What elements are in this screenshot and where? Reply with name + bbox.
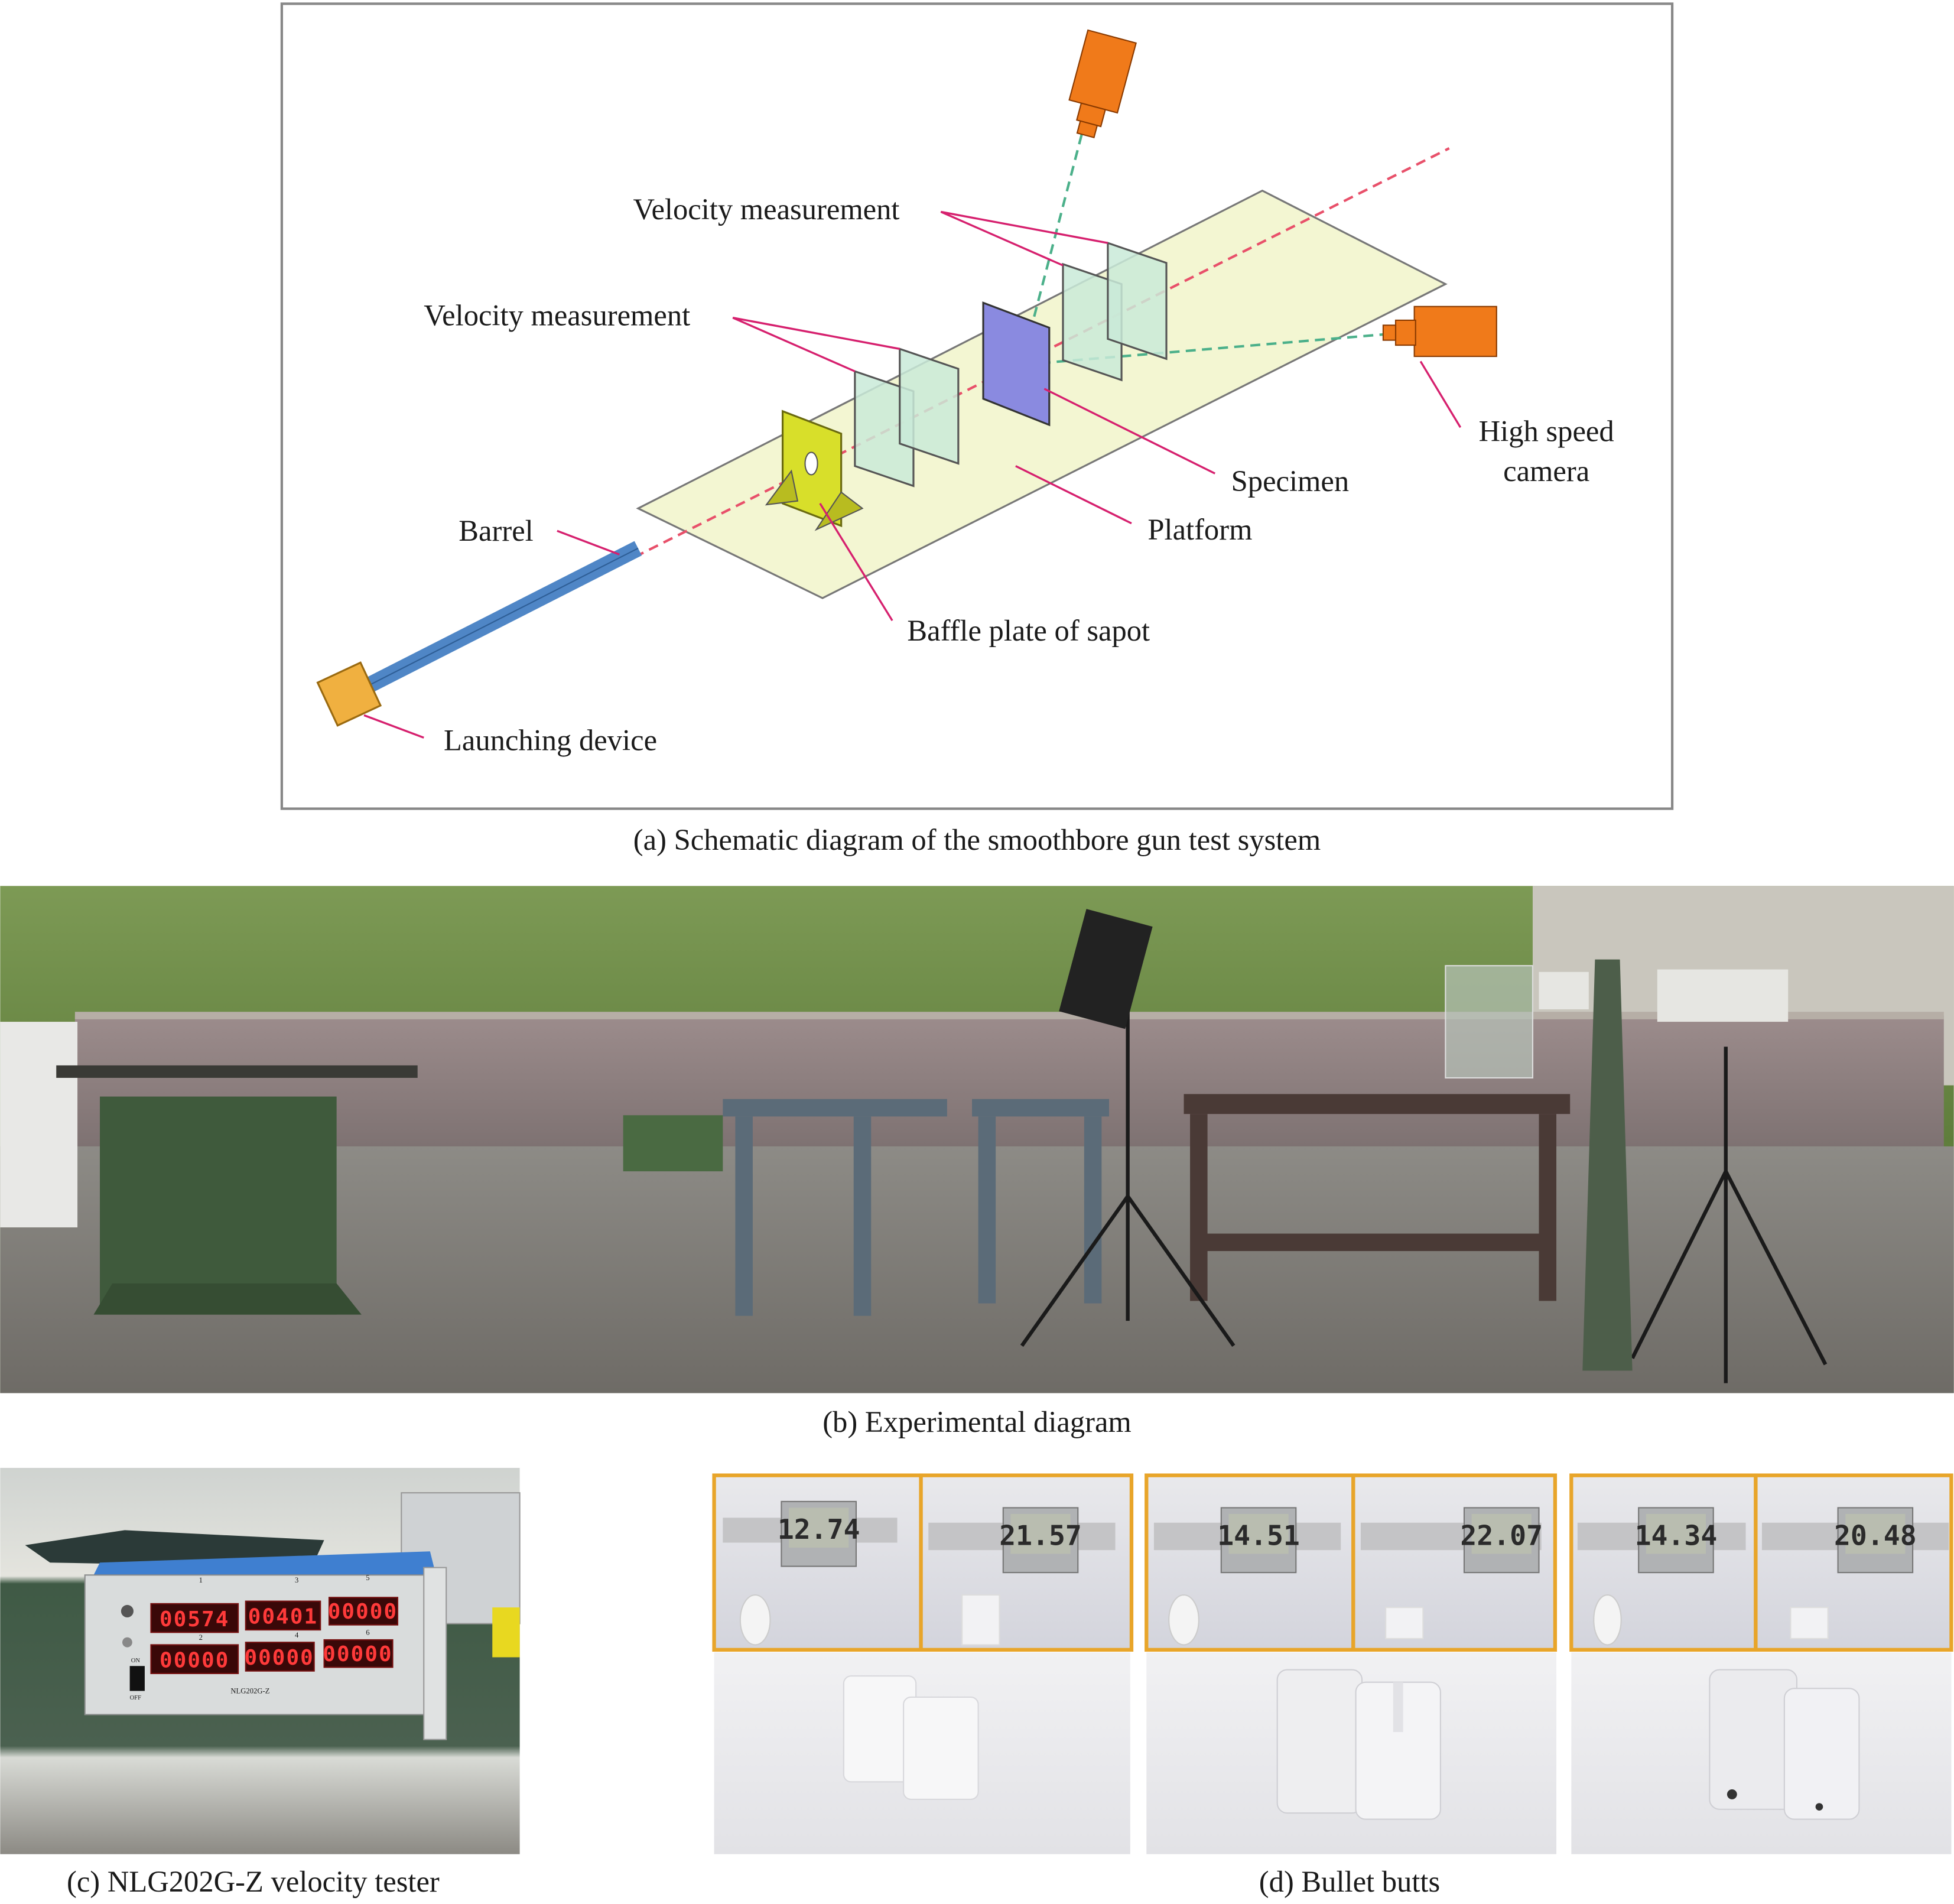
gun-barrel: [56, 1065, 418, 1078]
readout: 00574: [160, 1607, 229, 1632]
channel-number: 3: [295, 1576, 298, 1584]
panel-c-photo: ON OFF 1 00574 2 00000 3 00401 4 00000 5…: [0, 1467, 521, 1854]
switch-off-label: OFF: [130, 1695, 141, 1701]
panel-a-schematic: Velocity measurement Velocity measuremen…: [280, 2, 1674, 810]
label-camera: camera: [1503, 454, 1589, 488]
barrel-outline: [361, 547, 639, 690]
camera-box: [1657, 969, 1789, 1022]
panel-d-photos: 12.74 21.57 14.51: [712, 1473, 1953, 1854]
label-velocity-measurement-top: Velocity measurement: [633, 193, 900, 226]
readout: 00000: [323, 1642, 392, 1666]
channel-number: 2: [199, 1633, 203, 1642]
velocity-screen-2: [899, 347, 960, 465]
tape-roll: [492, 1607, 520, 1658]
caption-a: (a) Schematic diagram of the smoothbore …: [633, 823, 1321, 856]
display-ch4: 4 00000: [244, 1631, 315, 1672]
label-platform: Platform: [1147, 513, 1252, 546]
glass-frame: [1445, 965, 1534, 1079]
support-tables: [723, 1094, 1571, 1316]
stone-wall: [74, 1015, 1944, 1146]
knob: [121, 1604, 134, 1618]
caliper-reading: 14.34: [1635, 1520, 1718, 1552]
power-switch: [129, 1666, 145, 1691]
switch-on-label: ON: [131, 1658, 141, 1664]
channel-number: 6: [366, 1629, 369, 1637]
channel-number: 4: [295, 1631, 299, 1639]
high-speed-camera-top: [1068, 29, 1137, 139]
high-speed-camera-right: [1382, 306, 1497, 358]
caliper-reading: 20.48: [1834, 1520, 1917, 1552]
white-board: [0, 1022, 78, 1228]
readout: 00000: [244, 1646, 314, 1670]
caliper-photo-4: 22.07: [1351, 1473, 1558, 1652]
baffle-plate: [765, 410, 864, 531]
device-label: NLG202G-Z: [230, 1687, 269, 1695]
label-specimen: Specimen: [1231, 464, 1350, 498]
channel-number: 1: [199, 1576, 203, 1584]
caliper-reading: 22.07: [1460, 1520, 1543, 1552]
caliper-row: 12.74 21.57 14.51: [712, 1473, 1953, 1652]
gun-mount: [100, 1096, 337, 1315]
label-high-speed: High speed: [1479, 414, 1614, 447]
leader-lines: [363, 210, 1462, 739]
caliper-photo-1: 12.74: [712, 1473, 923, 1652]
label-baffle-plate: Baffle plate of sapot: [907, 614, 1150, 647]
label-velocity-measurement-left: Velocity measurement: [424, 298, 690, 332]
caliper-photo-3: 14.51: [1145, 1473, 1355, 1652]
caliper-reading: 12.74: [778, 1513, 860, 1545]
bullet-butt-photo-1: [714, 1652, 1130, 1854]
specimen-plate: [982, 301, 1051, 427]
display-ch6: 6 00000: [323, 1629, 394, 1668]
label-launching-device: Launching device: [444, 723, 657, 756]
caliper-photo-5: 14.34: [1569, 1473, 1758, 1652]
display-ch2: 2 00000: [150, 1633, 239, 1674]
readout: 00000: [328, 1600, 398, 1624]
caption-c: (c) NLG202G-Z velocity tester: [67, 1865, 440, 1898]
panel-b-photo: [0, 886, 1954, 1393]
velocity-screen-4: [1107, 241, 1168, 360]
display-ch3: 3 00401: [245, 1576, 321, 1631]
caption-b: (b) Experimental diagram: [822, 1405, 1132, 1438]
display-ch1: 1 00574: [150, 1576, 239, 1633]
display-ch5: 5 00000: [328, 1574, 399, 1626]
launching-device: [316, 661, 382, 727]
caliper-photo-2: 21.57: [919, 1473, 1134, 1652]
readout: 00401: [248, 1605, 318, 1629]
light: [1059, 909, 1153, 1029]
label-barrel: Barrel: [459, 514, 533, 547]
caliper-photo-6: 20.48: [1754, 1473, 1953, 1652]
caliper-reading: 14.51: [1217, 1520, 1300, 1552]
bullet-butt-photo-3: [1571, 1652, 1952, 1854]
caliper-reading: 21.57: [999, 1520, 1082, 1552]
readout: 00000: [160, 1648, 229, 1672]
caption-d: (d) Bullet butts: [1259, 1865, 1440, 1898]
tripods: [1020, 996, 1828, 1383]
bullet-butt-photo-2: [1146, 1652, 1557, 1854]
channel-number: 5: [366, 1574, 369, 1582]
